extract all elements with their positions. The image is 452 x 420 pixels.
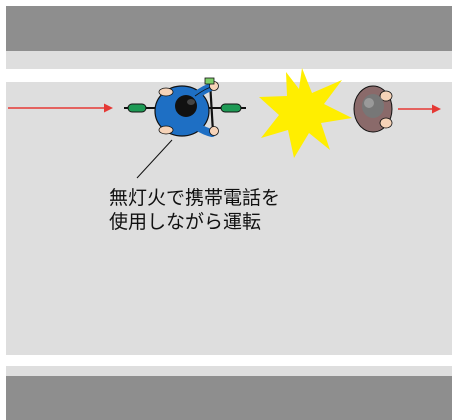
caption-line-2: 使用しながら運転: [109, 211, 262, 233]
pedestrian-topdown-icon: [353, 85, 393, 133]
cyclist-topdown-icon: [124, 77, 246, 137]
bottom-gray-band: [6, 376, 452, 420]
caption: 無灯火で携帯電話を 使用しながら運転: [109, 186, 280, 234]
outgoing-arrow: [398, 104, 441, 114]
top-gray-band: [6, 6, 452, 51]
collision-flash-icon: [259, 68, 352, 158]
road-edge-top: [6, 51, 452, 69]
road-edge-bottom: [6, 366, 452, 376]
caption-line-1: 無灯火で携帯電話を: [109, 187, 281, 209]
incoming-arrow: [8, 103, 113, 113]
caption-leader-line: [136, 139, 173, 179]
